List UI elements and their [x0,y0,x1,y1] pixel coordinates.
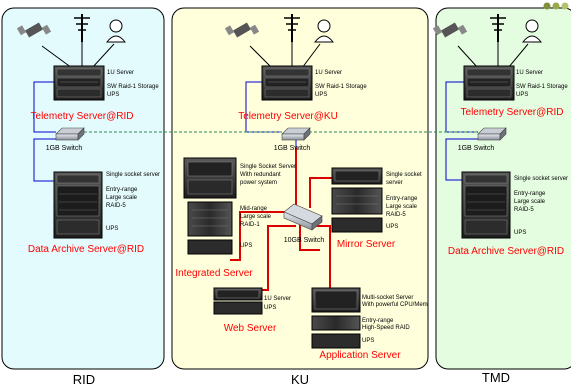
ku-panel-label: KU [291,372,309,385]
integrated-spec-mid-3: RAID-1 [240,222,260,228]
ku-panel [171,7,429,370]
archive-spec-tmd-top: Single socket server [514,176,568,182]
telemetry-spec-tmd-2: SW Raid-1 Storage [516,84,568,90]
application-server-stack [311,287,361,349]
antenna-icon [74,14,90,42]
application-title: Application Server [319,350,401,361]
mirror-spec-mid-1: Entry-range [386,196,418,202]
switch-tmd [477,127,507,141]
satellite-icon [432,22,468,38]
tmd-panel-label: TMD [482,370,510,385]
telemetry-rack-tmd [463,65,515,101]
integrated-spec-mid-1: Mid-range [240,206,268,212]
telemetry-spec-ku-2: SW Raid-1 Storage [315,84,367,90]
user-icon [521,19,543,43]
integrated-title: Integrated Server [175,268,253,279]
switch-label-core: 10GB Switch [284,237,325,244]
mirror-title: Mirror Server [337,239,396,250]
integrated-spec-mid-2: Large scale [240,214,272,220]
switch-label-tmd: 1GB Switch [458,145,495,152]
app-spec-mid-1: Entry-range [362,318,394,324]
app-spec-top-1: Multi-socket Server [362,295,413,301]
user-icon [105,19,127,43]
telemetry-title-tmd: Telemetry Server@RID [461,107,564,118]
archive-title-tmd: Data Archive Server@RID [448,246,564,257]
wan-links [41,40,529,69]
web-server-stack [213,287,263,315]
archive-rack-rid [53,171,103,239]
telemetry-spec-tmd-1: 1U Server [516,70,543,76]
mirror-spec-top-2: server [386,180,403,186]
archive-spec-tmd-mid-2: Large scale [514,199,546,205]
telemetry-spec-ku-1: 1U Server [315,70,342,76]
rid-panel-label: RID [73,372,95,385]
telemetry-spec-rid-3: UPS [107,92,119,98]
web-title: Web Server [224,323,277,334]
telemetry-spec-rid-1: 1U Server [107,70,134,76]
accent-dots [543,2,569,10]
archive-spec-rid-mid-1: Entry-range [106,187,138,193]
integrated-spec-top-3: power system [240,180,277,186]
mirror-server-stack [331,167,383,233]
archive-spec-rid-top: Single socket server [106,172,160,178]
archive-spec-tmd-ups: UPS [514,230,526,236]
telemetry-spec-rid-2: SW Raid-1 Storage [107,84,159,90]
integrated-spec-top-1: Single Socket Server [240,164,296,170]
mirror-spec-ups: UPS [386,224,398,230]
integrated-spec-ups: UPS [240,243,252,249]
archive-spec-rid-ups: UPS [106,226,118,232]
web-spec-1: 1U Server [264,296,291,302]
mirror-spec-mid-3: RAID-5 [386,212,406,218]
satellite-icon [16,22,52,38]
app-spec-top-2: With powerful CPU/Mem [362,302,428,308]
archive-spec-rid-mid-2: Large scale [106,195,138,201]
switch-label-ku: 1GB Switch [274,145,311,152]
ku-red-links [230,148,332,291]
archive-title-rid: Data Archive Server@RID [28,244,144,255]
archive-spec-tmd-mid-3: RAID-5 [514,207,534,213]
web-spec-2: UPS [264,305,276,311]
integrated-server-stack [183,157,237,255]
switch-rid [55,127,85,141]
app-spec-mid-2: High-Speed RAID [362,325,410,331]
archive-spec-tmd-mid-1: Entry-range [514,191,546,197]
user-icon [313,19,335,43]
telemetry-rack-ku [261,65,313,101]
switch-ku [281,127,311,141]
archive-rack-tmd [461,171,511,239]
antenna-icon [490,14,506,42]
switch-core [283,203,323,231]
satellite-icon [224,22,260,38]
archive-spec-rid-mid-3: RAID-5 [106,203,126,209]
mirror-spec-mid-2: Large scale [386,204,418,210]
app-spec-ups: UPS [362,338,374,344]
mirror-spec-top-1: Single socket [386,172,422,178]
telemetry-spec-tmd-3: UPS [516,92,528,98]
telemetry-title-rid: Telemetry Server@RID [31,111,134,122]
telemetry-title-ku: Telemetry Server@KU [238,111,338,122]
telemetry-spec-ku-3: UPS [315,92,327,98]
switch-label-rid: 1GB Switch [46,145,83,152]
telemetry-rack-rid [53,65,105,101]
antenna-icon [284,14,300,42]
integrated-spec-top-2: With redundant [240,172,281,178]
